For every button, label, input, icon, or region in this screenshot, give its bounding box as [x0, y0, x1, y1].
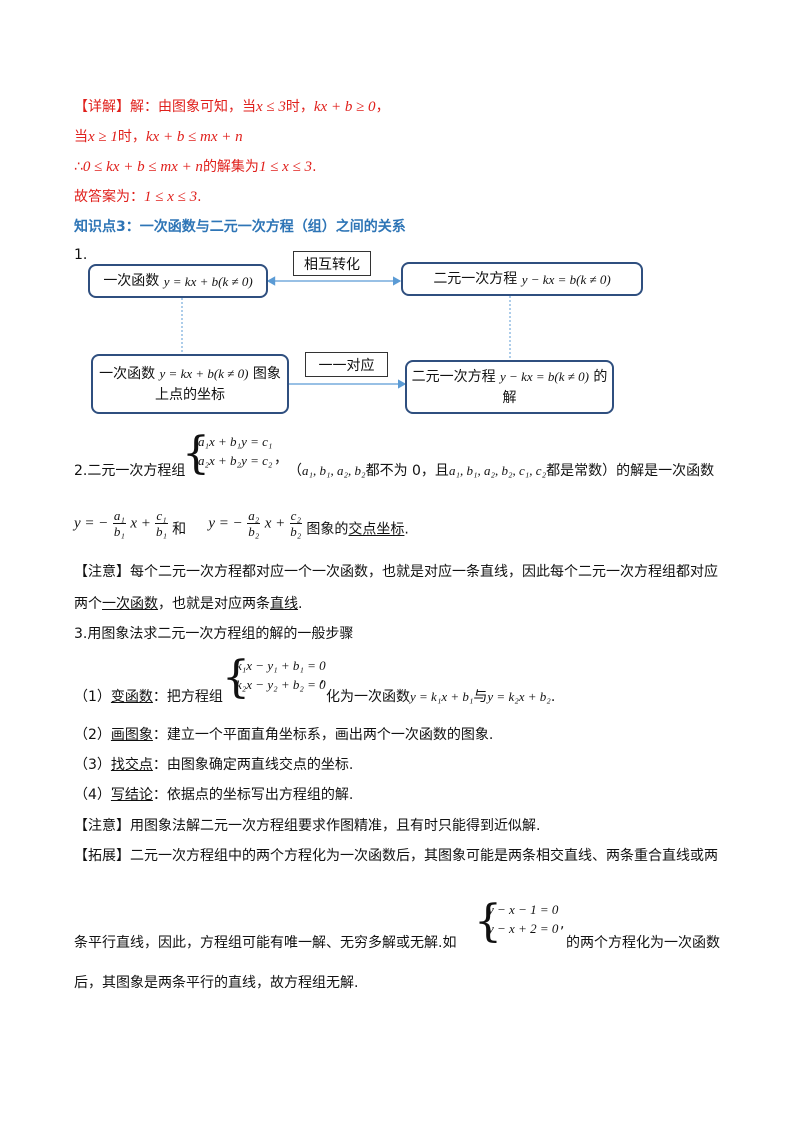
brace: {: [182, 428, 210, 479]
section3-title: 3.用图象法求二元一次方程组的解的一般步骤: [74, 626, 354, 642]
expand-line1: 【拓展】二元一次方程组中的两个方程化为一次函数后，其图象可能是两条相交直线、两条…: [74, 848, 718, 864]
section3-step4: （4）写结论：依据点的坐标写出方程组的解.: [74, 787, 354, 803]
diagram-index: 1.: [74, 247, 88, 263]
detail-line-1: 【详解】解：由图象可知，当x ≤ 3时，kx + b ≥ 0，: [74, 99, 390, 115]
label-one-to-one: 一一对应: [305, 352, 388, 377]
note2-tag: 【注意】: [74, 818, 130, 834]
detail-line-3: ∴0 ≤ kx + b ≤ mx + n的解集为1 ≤ x ≤ 3.: [74, 159, 317, 175]
knowledge-title: 知识点3：一次函数与二元一次方程（组）之间的关系: [74, 219, 406, 235]
expand-line3: 后，其图象是两条平行的直线，故方程组无解.: [74, 975, 359, 991]
note1-tag: 【注意】: [74, 564, 130, 580]
label-mutual-transform: 相互转化: [293, 251, 371, 276]
detail-tag: 【详解】: [74, 99, 130, 115]
box-linear-function: 一次函数 y = kx + b(k ≠ 0): [88, 264, 268, 298]
detail-line-4: 故答案为：1 ≤ x ≤ 3.: [74, 189, 202, 205]
note2-line: 【注意】用图象法解二元一次方程组要求作图精准，且有时只能得到近似解.: [74, 818, 541, 834]
box-graph-points: 一次函数 y = kx + b(k ≠ 0) 图象 上点的坐标: [91, 354, 289, 414]
section3-step1: （1）变函数：把方程组 { k₁x − y₁ + b₁ = 0 k₂x − y₂…: [74, 652, 556, 706]
detail-line-2: 当x ≥ 1时，kx + b ≤ mx + n: [74, 129, 243, 145]
box-equation-solution: 二元一次方程 y − kx = b(k ≠ 0) 的 解: [405, 360, 614, 414]
section3-step3: （3）找交点：由图象确定两直线交点的坐标.: [74, 757, 354, 773]
expand-tag: 【拓展】: [74, 848, 130, 864]
box-linear-equation: 二元一次方程 y − kx = b(k ≠ 0): [401, 262, 643, 296]
expand-line2: 条平行直线，因此，方程组可能有唯一解、无穷多解或无解.如 { y − x − 1…: [74, 896, 720, 952]
section2-line1: 2.二元一次方程组 { a₁x + b₁y = c₁ a₂x + b₂y = c…: [74, 428, 715, 480]
note1-line2: 两个一次函数，也就是对应两条直线.: [74, 596, 303, 612]
note1-line1: 【注意】每个二元一次方程都对应一个一次函数，也就是对应一条直线，因此每个二元一次…: [74, 564, 718, 580]
section3-step2: （2）画图象：建立一个平面直角坐标系，画出两个一次函数的图象.: [74, 727, 494, 743]
